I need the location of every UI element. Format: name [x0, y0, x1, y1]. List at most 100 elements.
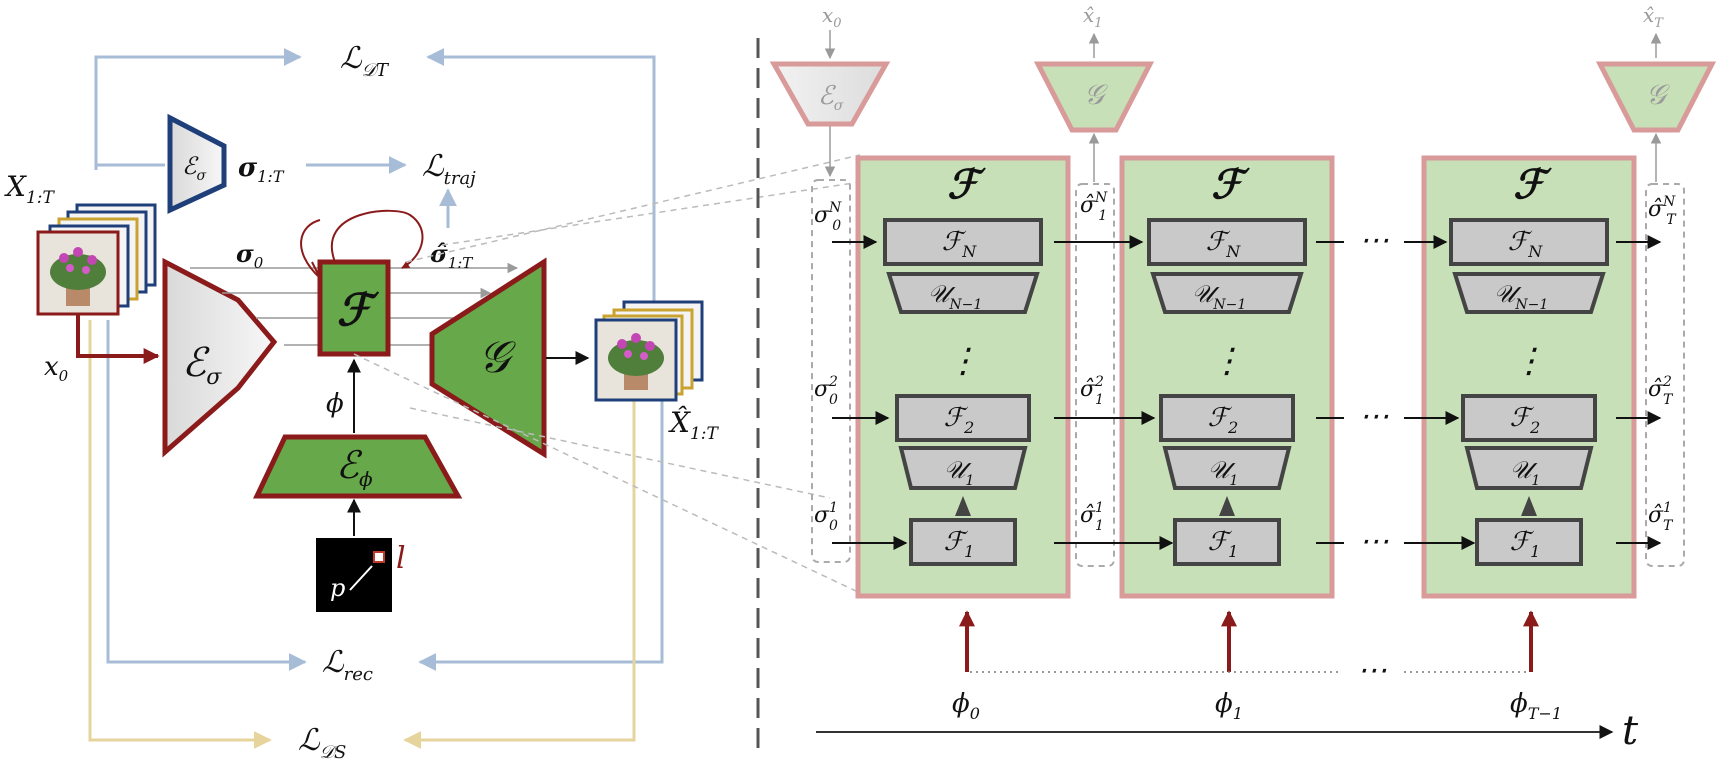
input-frame-stack: [36, 203, 157, 316]
input-plant-pot: [66, 286, 90, 306]
loss-dt-label: ℒ𝒟T: [340, 41, 390, 81]
output-sequence-label: X̂1:T: [668, 406, 719, 444]
phi-label: ϕ: [326, 389, 344, 419]
l-label: l: [396, 541, 406, 576]
top-encoder-sigma-label: ℰσ: [818, 81, 844, 114]
top-encoder-sigma: [769, 61, 891, 127]
loss-dt-line-right: [426, 48, 656, 305]
loss-rec-line-right: [418, 398, 664, 671]
left-panel: ℒ𝒟T ℒtraj ℒrec ℒ𝒟S ℰσ σ1:T X1:T x0: [4, 41, 861, 763]
small-encoder-sigma-label: ℰσ: [182, 152, 207, 184]
right-panel: x0 ℰσ x̂1 𝒢 x̂T 𝒢 ℱℱN𝒰N−1⋮ℱ2𝒰1ℱ1ℱℱN𝒰N−1⋮…: [769, 3, 1717, 754]
top-generator-T: [1595, 61, 1717, 133]
top-xT-label: x̂T: [1643, 3, 1664, 31]
svg-text:σ20: σ20: [814, 374, 838, 408]
loss-rec-line-left: [106, 320, 307, 671]
state-box-1: [1075, 183, 1115, 567]
hdots-mid: ⋯: [1359, 399, 1389, 434]
zoom-line-3: [353, 353, 859, 593]
vdots: ⋮: [1512, 341, 1546, 381]
f2-box: [895, 394, 1031, 442]
svg-text:σ̂NT: σ̂NT: [1648, 194, 1677, 228]
sigma-traj-label: σ1:T: [238, 153, 285, 186]
up-arrowhead: [1219, 496, 1235, 516]
fN-box: [1449, 218, 1609, 266]
p-label: p: [330, 574, 345, 602]
up-arrowhead: [955, 496, 971, 516]
input-plant-leaves: [50, 254, 106, 290]
phi-hdots: ⋯: [1357, 653, 1387, 688]
phi-arrows: [959, 610, 1539, 673]
loss-traj-label: ℒtraj: [422, 149, 476, 189]
phi1-label: ϕ1: [1215, 689, 1243, 723]
svg-text:σ̂21: σ̂21: [1080, 374, 1104, 408]
u1-box: [898, 446, 1028, 490]
flow-block: [317, 259, 391, 357]
encoder-phi-label: ℰϕ: [336, 443, 373, 491]
f1-box: [909, 518, 1017, 566]
f1-box: [1173, 518, 1281, 566]
svg-text:σN0: σN0: [814, 200, 842, 234]
state-box-0: [811, 179, 851, 563]
uN-box: [1452, 272, 1606, 314]
vdots: ⋮: [1210, 341, 1244, 381]
encoder-sigma-label: ℰσ: [182, 340, 222, 390]
up-arrowhead: [1521, 496, 1537, 516]
top-generator-1: [1033, 61, 1155, 133]
hdots-bot: ⋯: [1359, 524, 1389, 559]
output-frame-stack: [594, 300, 704, 402]
fN-label: ℱN: [942, 227, 977, 261]
small-encoder-sigma-shape: [167, 113, 227, 214]
state-box-T: [1645, 183, 1685, 567]
loss-dt-line-left: [94, 48, 302, 170]
sigma0-label: σ0: [236, 239, 264, 272]
loss-ds-line-left: [88, 320, 272, 749]
time-axis-label: t: [1622, 708, 1639, 754]
fN-box: [1147, 218, 1307, 266]
svg-text:σ10: σ10: [814, 500, 838, 534]
inter-block-arrows: [832, 235, 1662, 550]
drag-vector: [349, 565, 373, 591]
sparse-input-map: [316, 538, 392, 612]
encoder-phi: [253, 434, 463, 499]
top-x0-label: x0: [822, 3, 842, 31]
control-point-marker: [373, 551, 385, 563]
uN-box: [1150, 272, 1304, 314]
loss-ds-line-right: [403, 398, 636, 749]
vdots: ⋮: [946, 341, 980, 381]
svg-text:σ̂2T: σ̂2T: [1648, 374, 1674, 408]
u1-box: [1162, 446, 1292, 490]
generator: [429, 257, 547, 459]
fN-box: [883, 218, 1043, 266]
sigma-hat-label: σ̂1:T: [430, 239, 473, 272]
uN-box: [886, 272, 1040, 314]
top-x1-label: x̂1: [1083, 3, 1103, 31]
hdots-top: ⋯: [1359, 223, 1389, 258]
input-sequence-label: X1:T: [4, 170, 55, 208]
loss-ds-label: ℒ𝒟S: [298, 723, 346, 763]
uN-label: 𝒰N−1: [1494, 280, 1549, 313]
f2-label: ℱ2: [944, 403, 975, 437]
f1-box: [1475, 518, 1583, 566]
phiT-label: ϕT−1: [1510, 689, 1562, 723]
u1-box: [1464, 446, 1594, 490]
flow-recurrence-loop: [331, 209, 424, 269]
zoom-line-1: [405, 154, 861, 263]
f2-box: [1461, 394, 1597, 442]
zoom-line-2: [441, 181, 861, 246]
zoom-line-4: [409, 407, 831, 499]
f2-box: [1159, 394, 1295, 442]
flow-recurrence-loop-left: [300, 219, 321, 279]
svg-text:σ̂1T: σ̂1T: [1648, 500, 1674, 534]
x0-label: x0: [44, 352, 69, 385]
loss-rec-label: ℒrec: [322, 645, 373, 685]
x0-red-arrow: [76, 314, 160, 364]
phi0-label: ϕ0: [952, 689, 980, 723]
